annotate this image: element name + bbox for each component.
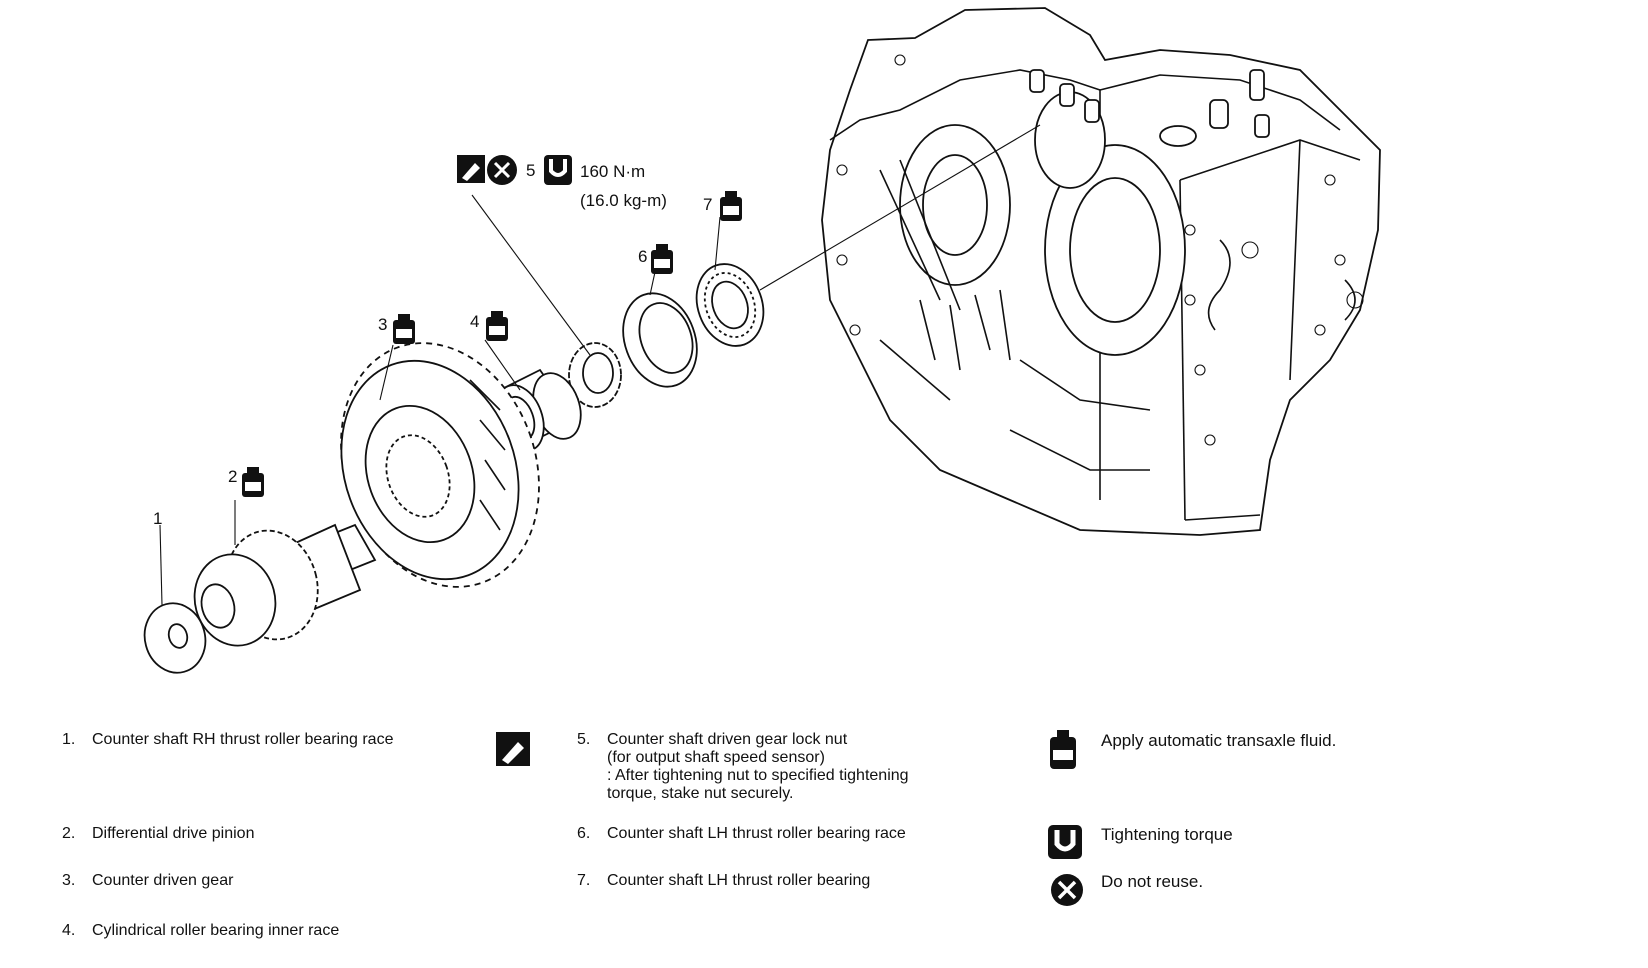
svg-text:FLD: FLD: [725, 208, 739, 215]
svg-text:FLD: FLD: [491, 328, 505, 335]
torque-value-kgm: (16.0 kg-m): [580, 191, 667, 210]
callout-2: 2: [228, 467, 237, 486]
callout-3: 3: [378, 315, 387, 334]
torque-wrench-icon: [1048, 825, 1082, 859]
transaxle-case: [821, 7, 1381, 536]
callout-5: 5: [526, 161, 535, 180]
legend-number: 6.: [577, 825, 591, 842]
fluid-can-icon: [1050, 730, 1076, 769]
legend-number: 1.: [62, 731, 76, 748]
no-reuse-symbol-description: Do not reuse.: [1101, 872, 1204, 891]
legend-text: Counter shaft RH thrust roller bearing r…: [92, 731, 394, 748]
part-1-bearing-race: [143, 602, 207, 674]
legend-item-3: 3. Counter driven gear: [62, 872, 233, 890]
legend-item-4: 4. Cylindrical roller bearing inner race: [62, 922, 339, 940]
legend-item-7: 7. Counter shaft LH thrust roller bearin…: [577, 872, 870, 890]
fluid-symbol-description: Apply automatic transaxle fluid.: [1101, 731, 1337, 750]
part-6-bearing-race: [622, 292, 698, 388]
legend-number: 7.: [577, 872, 591, 889]
svg-text:FLD: FLD: [656, 261, 670, 268]
part-3-driven-gear: [340, 342, 540, 588]
fluid-can-icon: FLD: [720, 191, 742, 221]
legend-text: Counter driven gear: [92, 872, 234, 889]
legend-number: 2.: [62, 825, 76, 842]
callout-1: 1: [153, 509, 162, 528]
torque-value-nm: 160 N·m: [580, 162, 645, 181]
callout-6: 6: [638, 247, 647, 266]
legend-text: Differential drive pinion: [92, 825, 255, 842]
do-not-reuse-icon: [1051, 874, 1083, 906]
stake-nut-icon: [457, 155, 485, 183]
legend-number: 5.: [577, 731, 591, 748]
stake-nut-icon: [496, 732, 530, 766]
legend-number: 3.: [62, 872, 76, 889]
legend-item-6: 6. Counter shaft LH thrust roller bearin…: [577, 825, 906, 843]
legend-item-5: 5. Counter shaft driven gear lock nut (f…: [577, 731, 909, 803]
legend-text: Counter shaft LH thrust roller bearing: [607, 872, 871, 889]
legend-item-2: 2. Differential drive pinion: [62, 825, 254, 843]
callout-4: 4: [470, 312, 479, 331]
assembly-axis-line: [759, 124, 1041, 291]
leader-lines: [159, 194, 721, 606]
fluid-can-icon: FLD: [393, 314, 415, 344]
do-not-reuse-icon: [487, 155, 517, 185]
legend-number: 4.: [62, 922, 76, 939]
torque-wrench-icon: [544, 155, 572, 185]
svg-text:FLD: FLD: [247, 484, 261, 491]
legend-text: Counter shaft driven gear lock nut (for …: [607, 731, 909, 802]
callout-7: 7: [703, 195, 712, 214]
part-2-drive-pinion: [193, 523, 377, 647]
part-7-thrust-bearing: [695, 263, 765, 347]
fluid-can-icon: FLD: [651, 244, 673, 274]
svg-text:FLD: FLD: [398, 331, 412, 338]
fluid-can-icon: FLD: [486, 311, 508, 341]
fluid-can-icon: FLD: [242, 467, 264, 497]
torque-symbol-description: Tightening torque: [1101, 825, 1233, 844]
legend-text: Cylindrical roller bearing inner race: [92, 922, 340, 939]
legend-item-1: 1. Counter shaft RH thrust roller bearin…: [62, 731, 393, 749]
part-5-lock-nut: [568, 342, 622, 408]
legend-text: Counter shaft LH thrust roller bearing r…: [607, 825, 906, 842]
